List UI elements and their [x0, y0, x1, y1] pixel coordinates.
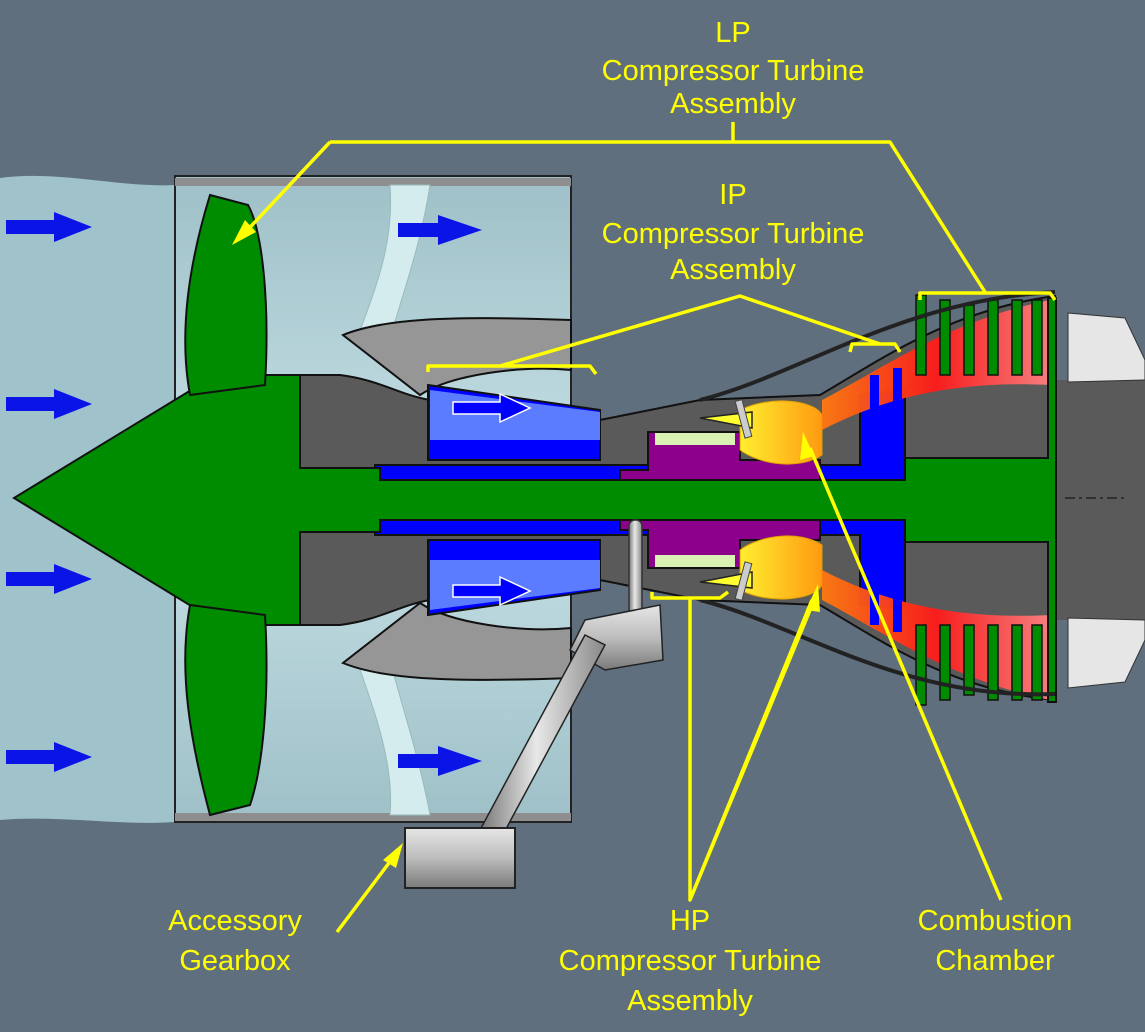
lp-leader-arrow	[238, 140, 332, 240]
lp-spool	[12, 193, 1057, 817]
hp-compressor	[619, 431, 821, 569]
igniter-bottom	[734, 561, 753, 602]
airflow-arrow	[6, 564, 92, 594]
fan-blade-bottom	[184, 603, 268, 817]
core-flow-arrow-top	[452, 392, 532, 424]
label-hp-line-3: Assembly	[627, 985, 753, 1017]
exhaust-cone	[1050, 380, 1145, 620]
label-gearbox-line-2: Gearbox	[179, 945, 291, 977]
igniter-top	[734, 398, 753, 439]
label-combustion-line-2: Chamber	[935, 945, 1055, 977]
nacelle-top-lip	[175, 178, 571, 186]
hp-arrowhead	[806, 584, 820, 612]
hp-leader	[650, 590, 817, 902]
airflow-arrows	[6, 212, 482, 776]
label-ip-line-3: Assembly	[670, 254, 796, 286]
label-gearbox: Accessory Gearbox	[168, 905, 302, 977]
exhaust-nozzle-top	[1067, 312, 1145, 383]
ip-leader	[426, 294, 902, 376]
label-lp-line-1: LP	[715, 17, 750, 49]
label-lp-line-3: Assembly	[670, 88, 796, 120]
label-ip: IP Compressor Turbine Assembly	[602, 179, 865, 286]
label-combustion: Combustion Chamber	[918, 905, 1073, 977]
gearbox-leader	[335, 853, 397, 934]
label-lp: LP Compressor Turbine Assembly	[602, 17, 865, 120]
core-flow-arrow-bottom	[452, 575, 532, 607]
core-cowl-top	[341, 317, 572, 397]
label-ip-line-2: Compressor Turbine	[602, 218, 865, 250]
label-hp: HP Compressor Turbine Assembly	[559, 905, 822, 1017]
nacelle-bottom-lip	[175, 813, 571, 821]
airflow-arrow	[398, 215, 482, 245]
airflow-arrow	[6, 742, 92, 772]
airflow-arrow	[6, 389, 92, 419]
accessory-gearbox	[404, 827, 516, 889]
airflow-arrow	[398, 746, 482, 776]
ip-turbine	[870, 368, 902, 632]
label-gearbox-line-1: Accessory	[168, 905, 302, 937]
exhaust-nozzle-bottom	[1067, 617, 1145, 689]
label-hp-line-2: Compressor Turbine	[559, 945, 822, 977]
combustion-arrowhead	[800, 432, 814, 460]
lp-arrowhead	[232, 220, 256, 245]
lp-leader	[330, 122, 1057, 302]
outlet-guide-vane-bottom	[354, 654, 431, 816]
label-lp-line-2: Compressor Turbine	[602, 55, 865, 87]
turbine-casing-top	[699, 290, 1056, 402]
label-ip-line-1: IP	[719, 179, 746, 211]
label-hp-line-1: HP	[670, 905, 710, 937]
lp-turbine-blades	[915, 294, 1043, 706]
ip-compressor	[427, 383, 601, 617]
radial-drive-shaft	[628, 519, 643, 616]
label-combustion-line-1: Combustion	[918, 905, 1073, 937]
gearbox-arrowhead	[383, 843, 403, 868]
combustion-leader	[808, 447, 1003, 901]
leader-lines	[232, 122, 1057, 934]
turbine-casing-bottom	[699, 598, 1056, 697]
fan-blade-top	[184, 193, 268, 397]
combustion-chamber-bottom	[739, 535, 823, 600]
airflow-arrow	[6, 212, 92, 242]
